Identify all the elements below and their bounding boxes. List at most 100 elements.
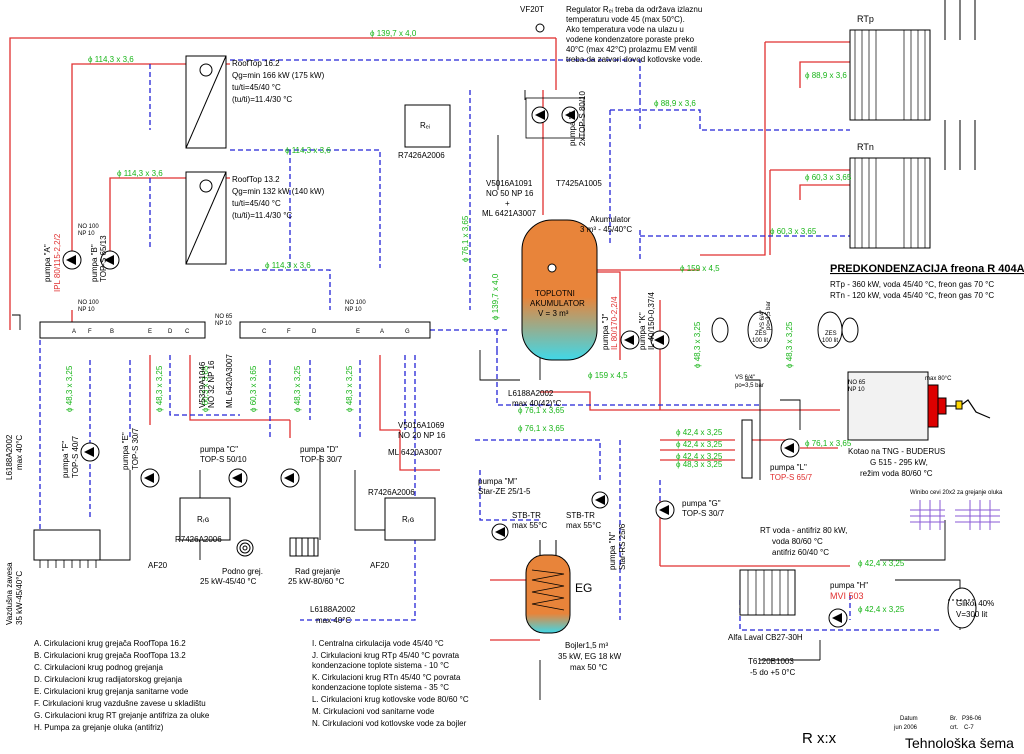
- air-curtain: [33, 529, 101, 568]
- schema-label: H. Pumpa za grejanje oluka (antifriz): [34, 723, 164, 732]
- pipe-p11: ϕ 159 x 4,5: [588, 371, 628, 380]
- pump-n-name: pumpa "N": [608, 532, 617, 570]
- pump-e-model: TOP-S 30/7: [131, 427, 140, 470]
- schema-label: F. Cirkulacioni krug vazdušne zavese u s…: [34, 699, 206, 708]
- vs1-pressure: po=3,5 bar: [766, 301, 772, 330]
- collector-left-f: F: [88, 329, 92, 335]
- pump-m-model: Star-ZE 25/1-5: [478, 487, 531, 496]
- pipe-p8: ϕ 60,3 x 3,65: [805, 173, 852, 182]
- zes1-vol: 100 lit: [752, 338, 768, 344]
- pipe-p6: ϕ 88,9 x 3,6: [805, 71, 847, 80]
- radiator: [289, 537, 319, 557]
- eg-spec2: max 50 °C: [570, 663, 608, 672]
- rooftop2-line2: tu/ti=45/40 °C: [232, 199, 281, 208]
- pipe-v10: ϕ 48,3 x 3,25: [785, 321, 794, 368]
- vs2-pressure: po=3,5 bar: [735, 383, 764, 389]
- rtp-label: RTp: [857, 14, 874, 24]
- schema-label: B. Cirkulacioni krug grejača RoofTopa 13…: [34, 651, 186, 660]
- pipe-p10: ϕ 159 x 4,5: [680, 264, 720, 273]
- v5329-1: NO 32 NP 16: [207, 360, 216, 408]
- hydraulic-separator: [741, 419, 753, 479]
- collector-right-g: G: [405, 329, 410, 335]
- pump-c-model: TOP-S 50/10: [200, 455, 247, 464]
- pump-l-model: TOP-S 65/7: [770, 473, 813, 482]
- pipe-v1: ϕ 48,3 x 3,25: [65, 365, 74, 412]
- schema-label: Rᵣɢ: [197, 515, 209, 524]
- footer-title: Tehnološka šema: [905, 735, 1014, 751]
- pipe-p2: ϕ 114,3 x 3,6: [88, 55, 134, 64]
- collector-left-d: D: [168, 329, 173, 335]
- no65-boiler: NO 65: [848, 380, 866, 386]
- floor-spec: 25 kW-45/40 °C: [200, 577, 257, 586]
- schema-label: M. Cirkulacioni vod sanitarne vode: [312, 707, 435, 716]
- predkond-title: PREDKONDENZACIJA freona R 404A: [830, 263, 1024, 275]
- predkond-line2: RTn - 120 kW, voda 45/40 °C, freon gas 7…: [830, 291, 994, 300]
- curtain-spec: 35 kW-45/40°C: [15, 571, 24, 625]
- footer-scale: R x:x: [802, 730, 837, 747]
- rad-spec: 25 kW-80/60 °C: [288, 577, 345, 586]
- pump-i-frame: [525, 97, 585, 139]
- regulator-note-2: Ako temperatura vode na ulazu u: [566, 25, 684, 34]
- np10-top-a: NP 10: [78, 231, 95, 237]
- schema-label: K. Cirkulacioni krug RTn 45/40 °C povrat…: [312, 673, 461, 682]
- pipe-p17: ϕ 48,3 x 3,25: [676, 460, 723, 469]
- np10-bot-a: NP 10: [78, 307, 95, 313]
- vf20t-top-sensor: [535, 23, 545, 33]
- buderus-boiler: max 80°C Kotao na TNG - BUDERUS G 515 - …: [847, 371, 991, 478]
- pipe-p7: ϕ 88,9 x 3,6: [654, 99, 696, 108]
- pump-arrows: [66, 110, 842, 623]
- stb1-max: max 55°C: [512, 521, 547, 530]
- zes-vessel-1: ZES 100 lit: [747, 311, 773, 349]
- np10-right: NP 10: [345, 307, 362, 313]
- pipe-p13: ϕ 76,1 x 3,65: [518, 424, 565, 433]
- pipe-v7: ϕ 76,1 x 3,65: [461, 215, 470, 262]
- expansion-vessels: [711, 317, 859, 343]
- schema-label: I. Centralna cirkulacija vode 45/40 °C: [312, 639, 444, 648]
- glycol-tank: [947, 587, 977, 629]
- rtn-exchanger: RTn: [849, 142, 931, 249]
- schema-label: N. Cirkulacioni vod kotlovske vode za bo…: [312, 719, 467, 728]
- eg-bojler: EG: [525, 540, 592, 634]
- boiler-max: max 80°C: [925, 376, 952, 382]
- acc-label: Akumulator: [590, 215, 631, 224]
- pipe-p12: ϕ 76,1 x 3,65: [518, 406, 565, 415]
- pipe-p18: ϕ 76,1 x 3,65: [805, 439, 852, 448]
- rtp-exchanger: RTp: [849, 14, 931, 121]
- pipe-v3: ϕ 60,3 x 3,65: [201, 365, 210, 412]
- vs1-label: VS 6/4": [760, 310, 766, 330]
- reg-r3: R7426A2006: [368, 488, 415, 497]
- zes1-label: ZES: [755, 331, 767, 337]
- eg-label: EG: [575, 581, 592, 595]
- pump-b-name: pumpa "B": [90, 244, 99, 282]
- pump-g-name: pumpa "G": [682, 499, 721, 508]
- rt-line1: RT voda - antifriz 80 kW,: [760, 526, 847, 535]
- pump-d-name: pumpa "D": [300, 445, 338, 454]
- rooftop1-line3: (tu/ti)=11.4/30 °C: [232, 95, 292, 104]
- regulator-box-floor: Rᵣɢ: [179, 497, 231, 541]
- pump-k-model: IL 40/150-0,37/4: [647, 291, 656, 350]
- pipe-p16: ϕ 42,4 x 3,25: [676, 452, 723, 461]
- acc-inner1: TOPLOTNI: [535, 289, 575, 298]
- stb2-name: STB-TR: [566, 511, 595, 520]
- collector-right-d: D: [312, 329, 317, 335]
- pump-a-name: pumpa "A": [43, 244, 52, 282]
- v5016a1069-3: ML 6420A3007: [388, 448, 443, 457]
- schema-label: G. Cirkulacioni krug RT grejanje antifri…: [34, 711, 210, 720]
- black-pipes: [12, 90, 961, 700]
- rooftop1-title: RoofTop 16.2: [232, 59, 280, 68]
- footer-datum: jun 2006: [893, 725, 918, 731]
- legend-left: A. Cirkulacioni krug grejača RoofTopa 16…: [34, 639, 210, 732]
- pipe-v5: ϕ 48,3 x 3,25: [293, 365, 302, 412]
- acc-spec: 3 m³ - 45/40°C: [580, 225, 632, 234]
- legend-right: I. Centralna cirkulacija vode 45/40 °C J…: [312, 639, 469, 728]
- rooftop2-title: RoofTop 13.2: [232, 175, 280, 184]
- floor-heating-coil: [236, 539, 254, 557]
- pipe-p20: ϕ 42,4 x 3,25: [858, 605, 905, 614]
- pump-n-model: Star-RS 25/6: [618, 523, 627, 570]
- collector-right: C F D E A G: [239, 321, 431, 339]
- regulator-note-4: 40°C (max 42°C) prolazmu EM ventil: [566, 45, 697, 54]
- schema-label: kondenzacione toplote sistema - 35 °C: [312, 683, 449, 692]
- af20-b: AF20: [370, 561, 390, 570]
- schema-label: J. Cirkulacioni krug RTp 45/40 °C povrat…: [312, 651, 460, 660]
- v5016a1091-1: NO 50 NP 16: [486, 189, 534, 198]
